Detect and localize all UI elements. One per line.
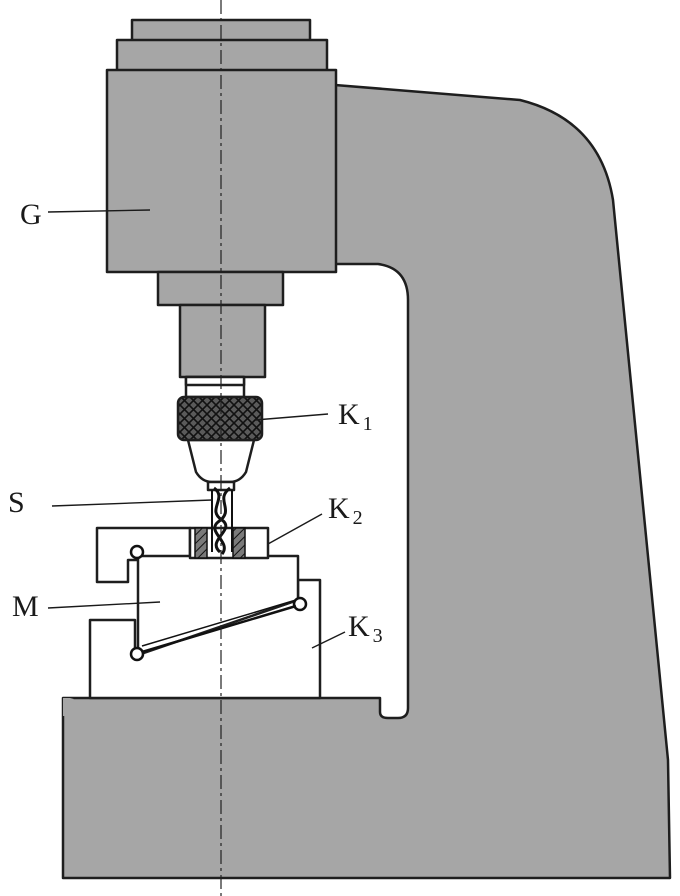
leader-k3 [311, 631, 346, 649]
chuck-k1 [176, 395, 264, 442]
head-cap [115, 38, 329, 74]
spindle-sleeve [178, 303, 267, 379]
label-m: M [12, 590, 39, 623]
leader-m [47, 601, 161, 609]
label-g: G [20, 198, 42, 231]
label-s: S [8, 486, 25, 519]
spindle-ring-band [184, 375, 246, 387]
bushing-hatch-left [194, 527, 208, 559]
leader-k2 [267, 513, 323, 545]
clamp-link-inner [141, 599, 297, 647]
leader-k1 [254, 413, 329, 421]
machine-frame [61, 83, 672, 880]
leader-g [47, 209, 151, 213]
pin-right [292, 596, 308, 612]
clamp-link [141, 604, 297, 654]
bushing-hatch-right [232, 527, 246, 559]
leader-s [51, 499, 213, 507]
pin-upper-left [129, 544, 145, 560]
pin-lower-left [129, 646, 145, 662]
base-fillet [63, 698, 80, 716]
